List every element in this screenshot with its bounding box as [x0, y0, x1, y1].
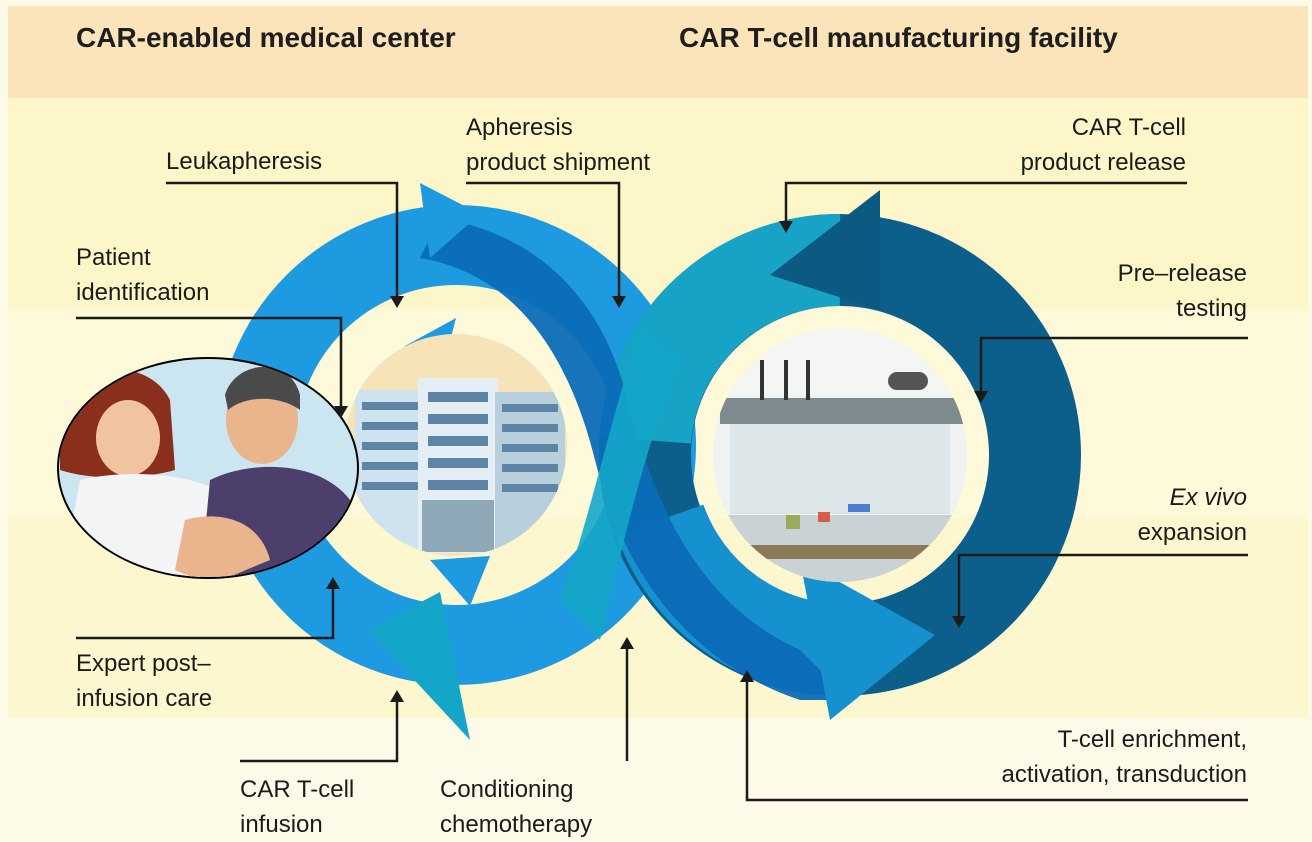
label-conditioning-chemotherapy: Conditioning chemotherapy [440, 776, 593, 838]
arrow-head-top-right [770, 190, 880, 310]
arrow-head-inner-left-bottom [430, 556, 490, 606]
center-crossing-light-band [560, 330, 680, 640]
leader-pre-release-testing [979, 336, 1248, 395]
label-leukapheresis: Leukapheresis [166, 148, 323, 175]
arrow-head-bottom-right [800, 560, 935, 720]
header-right-title: CAR T-cell manufacturing facility [679, 22, 1118, 53]
arrow-head-bottom-left [368, 592, 470, 740]
leader-ex-vivo-expansion [957, 553, 1248, 620]
leader-lines [76, 181, 1248, 802]
leader-product-release [784, 181, 1187, 225]
label-product-release: CAR T-cell product release [1020, 114, 1186, 176]
header-left-title: CAR-enabled medical center [76, 22, 456, 53]
header-band [8, 6, 1308, 98]
label-expert-post-infusion-care: Expert post– infusion care [76, 650, 213, 712]
label-enrichment-activation-transduction: T-cell enrichment, activation, transduct… [1001, 726, 1247, 788]
label-ex-vivo-expansion: Ex vivo expansion [1137, 484, 1247, 546]
arrow-head-top-left [420, 183, 480, 258]
leader-enrichment [745, 678, 1248, 802]
leader-arrowheads [326, 221, 988, 702]
leader-expert-post-infusion-care [76, 585, 335, 640]
lab-icon [713, 328, 967, 582]
label-patient-identification: Patient identification [76, 244, 210, 306]
leader-leukapheresis [166, 181, 399, 300]
leader-patient-identification [76, 316, 343, 410]
leader-car-t-cell-infusion [240, 698, 399, 763]
leader-apheresis-shipment [466, 181, 621, 300]
patient-scene-icon [57, 357, 359, 579]
hospital-icon [345, 334, 567, 556]
label-pre-release-testing: Pre–release testing [1117, 260, 1247, 322]
label-car-t-cell-infusion: CAR T-cell infusion [240, 776, 355, 838]
label-apheresis-shipment: Apheresis product shipment [466, 114, 651, 176]
